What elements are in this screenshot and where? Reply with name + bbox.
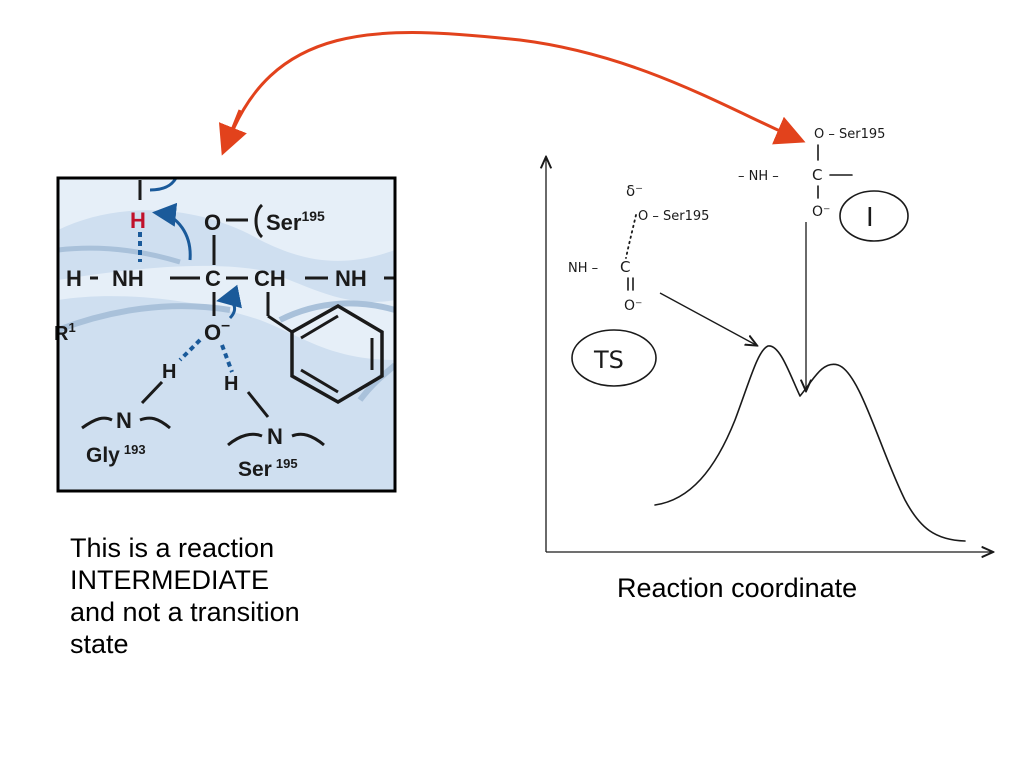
group-ch-left: H (66, 266, 82, 291)
ts-c: C (620, 258, 630, 276)
i-nh: – NH – (738, 169, 779, 184)
atom-n-left: N (116, 408, 132, 433)
atom-h-red: H (130, 208, 146, 233)
i-o-minus: O⁻ (812, 204, 830, 220)
connector-arrow-start (218, 109, 247, 156)
atom-o-minus: O– (204, 317, 230, 345)
chemical-structure-panel: H O Ser195 H NH C CH NH R1 O– H H N N Gl… (54, 176, 397, 493)
atom-n-right: N (267, 424, 283, 449)
i-label: I (866, 203, 874, 233)
group-nh-left: NH (112, 266, 144, 291)
caption-line: state (70, 629, 129, 659)
connector-arrow (223, 31, 806, 151)
ts-label: TS (593, 346, 624, 374)
ts-delta: δ⁻ (626, 182, 643, 200)
energy-curve (654, 345, 966, 542)
ts-partial-bond (625, 214, 637, 259)
i-circle (839, 190, 909, 242)
ts-circle (571, 329, 657, 387)
ts-o-ser: O – Ser195 (638, 209, 709, 224)
atom-h-left: H (162, 361, 176, 383)
caption-line: This is a reaction (70, 533, 275, 563)
i-o-ser: O – Ser195 (814, 127, 885, 142)
atom-o-top: O (204, 210, 221, 235)
group-nh-right: NH (335, 266, 367, 291)
atom-c: C (205, 266, 221, 291)
ser-top-label: Ser195 (266, 208, 325, 235)
i-c: C (812, 166, 822, 184)
caption-line: INTERMEDIATE (70, 565, 270, 595)
group-ch-right: CH (254, 266, 286, 291)
energy-diagram: TS δ⁻ O – Ser195 NH – C O⁻ O – Ser195 – … (546, 127, 992, 552)
caption-text: This is a reaction INTERMEDIATE and not … (70, 532, 390, 660)
x-axis-label: Reaction coordinate (617, 573, 858, 603)
ts-o-minus: O⁻ (624, 298, 642, 314)
ts-nh: NH – (568, 261, 598, 276)
caption-line: and not a transition (70, 597, 300, 627)
atom-h-right: H (224, 373, 238, 395)
